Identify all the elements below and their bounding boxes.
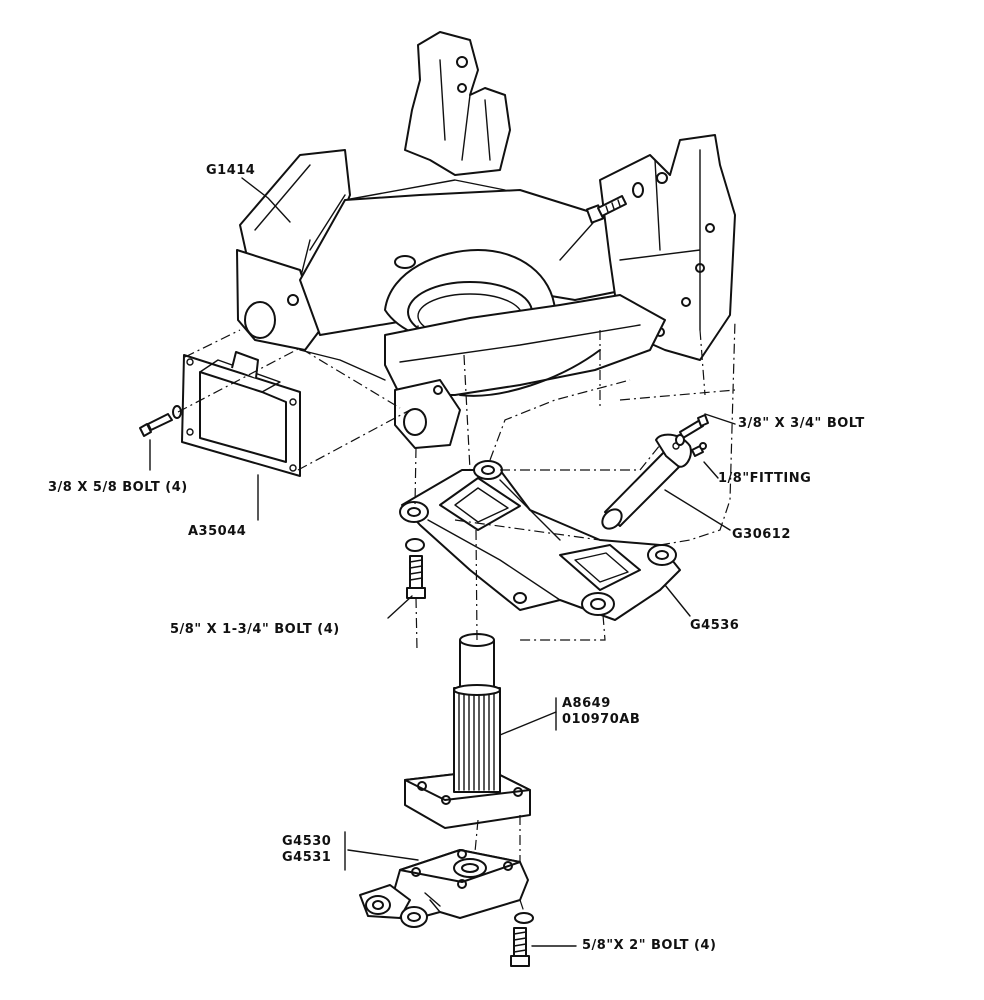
label-g4530-group: G4530 G4531 (282, 834, 331, 866)
label-g4536: G4536 (690, 618, 740, 633)
pin-bolt (675, 414, 709, 446)
label-g30612: G30612 (732, 527, 791, 542)
plate-bolt (510, 927, 530, 967)
grease-fitting (691, 442, 707, 457)
label-a8649: A8649 (562, 696, 611, 711)
frame-side-bolt (585, 195, 627, 224)
label-bolt-58-2: 5/8"X 2" BOLT (4) (582, 938, 717, 953)
mounting-plate-g4530 (359, 849, 529, 928)
leader-lines (149, 177, 736, 947)
label-bolt-38-34: 3/8" X 3/4" BOLT (738, 416, 865, 431)
pivot-pin-g30612 (601, 433, 692, 530)
plate-washer (514, 912, 534, 924)
bracket-bolt (406, 555, 426, 599)
label-010970ab: 010970AB (562, 712, 641, 727)
label-fitting-18: 1/8"FITTING (718, 471, 812, 486)
label-bolt-58-134: 5/8" X 1-3/4" BOLT (4) (170, 622, 340, 637)
cover-bolt (139, 405, 182, 437)
frame-washer (632, 182, 644, 198)
label-a8649-group: A8649 010970AB (562, 696, 640, 728)
cover-plate-a35044 (181, 351, 301, 477)
main-frame-g1414 (236, 31, 736, 449)
label-a35044: A35044 (188, 524, 247, 539)
label-g1414: G1414 (206, 163, 256, 178)
assembly-centerlines (177, 319, 736, 913)
label-g4530: G4530 (282, 834, 332, 849)
bracket-washer (405, 538, 425, 552)
bracket-g4536 (399, 460, 681, 621)
spline-shaft-a8649 (404, 633, 531, 829)
label-g4531: G4531 (282, 850, 332, 865)
label-bolt-38-58: 3/8 X 5/8 BOLT (4) (48, 480, 188, 495)
